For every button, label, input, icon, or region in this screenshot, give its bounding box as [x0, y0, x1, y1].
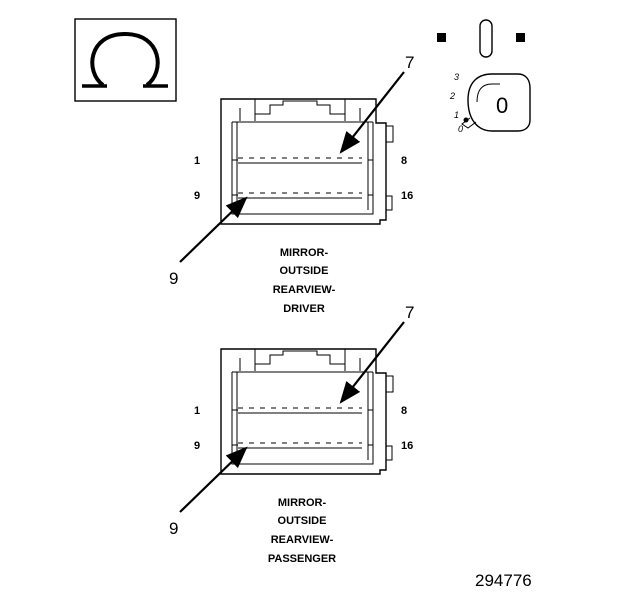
figure-number: 294776 — [475, 571, 532, 590]
ohmmeter-legend — [74, 18, 177, 102]
pin-label-1: 1 — [194, 155, 200, 167]
callout-label-9: 9 — [169, 269, 178, 288]
callout-arrow-9: 9 — [169, 446, 248, 538]
caption-line-3: REARVIEW- — [271, 534, 334, 546]
caption-line-1: MIRROR- — [278, 497, 327, 509]
terminal-row-top — [238, 407, 362, 414]
connector-driver: 1 9 8 16 7 9 MIRROR- OUTSIDE REARVIEW- D… — [169, 53, 414, 315]
pin-label-16: 16 — [401, 190, 413, 202]
ignition-position-3: 3 — [454, 72, 459, 82]
callout-arrow-9: 9 — [169, 196, 248, 288]
pin-label-8: 8 — [401, 155, 407, 167]
terminal-row-bottom — [238, 442, 362, 449]
callout-label-7: 7 — [405, 303, 414, 322]
connector-caption: MIRROR- OUTSIDE REARVIEW- DRIVER — [273, 247, 336, 315]
callout-label-7: 7 — [405, 53, 414, 72]
pin-label-16: 16 — [401, 440, 413, 452]
terminal-row-top — [238, 157, 362, 164]
ignition-position-2: 2 — [449, 91, 455, 101]
ignition-key-icon: 3 2 1 0 0 — [437, 19, 531, 134]
callout-arrow-7: 7 — [339, 303, 414, 404]
pin-label-9: 9 — [194, 440, 200, 452]
ohm-icon — [82, 31, 168, 88]
caption-line-1: MIRROR- — [280, 247, 329, 259]
pin-label-8: 8 — [401, 405, 407, 417]
callout-label-9: 9 — [169, 519, 178, 538]
pin-label-9: 9 — [194, 190, 200, 202]
caption-line-3: REARVIEW- — [273, 284, 336, 296]
ignition-position-1: 1 — [454, 110, 459, 120]
caption-line-4: PASSENGER — [268, 553, 336, 565]
key-label: 0 — [496, 93, 508, 118]
ignition-position-0: 0 — [458, 124, 463, 134]
connector-passenger: 1 9 8 16 7 9 MIRROR- OUTSIDE REARVIEW- P… — [169, 303, 414, 565]
terminal-row-bottom — [238, 192, 362, 199]
caption-line-4: DRIVER — [283, 303, 325, 315]
callout-arrow-7: 7 — [339, 53, 414, 154]
connector-caption: MIRROR- OUTSIDE REARVIEW- PASSENGER — [268, 497, 336, 565]
caption-line-2: OUTSIDE — [280, 265, 329, 277]
pin-label-1: 1 — [194, 405, 200, 417]
caption-line-2: OUTSIDE — [278, 515, 327, 527]
